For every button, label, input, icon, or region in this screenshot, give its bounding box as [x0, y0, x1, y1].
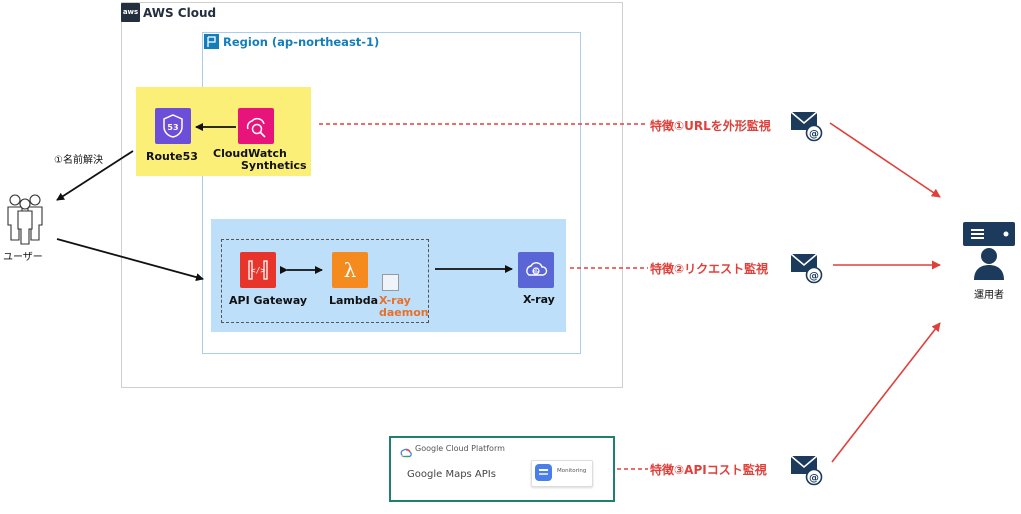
operator-label: 運用者 [974, 290, 1004, 301]
cloudwatch-label-line1: CloudWatch [213, 147, 287, 160]
cloudwatch-label-line2: Synthetics [241, 159, 307, 172]
region-boundary [202, 32, 581, 354]
svg-text:</>: </> [251, 266, 266, 275]
region-flag-icon [204, 34, 219, 49]
aws-cloud-boundary [121, 2, 623, 388]
xray-label: X-ray [523, 293, 555, 306]
cloudwatch-synthetics-icon [238, 108, 274, 144]
feature-2-label: 特徴②リクエスト監視 [650, 260, 769, 277]
mail-icon: @ [790, 454, 824, 490]
users-icon [2, 190, 48, 250]
lambda-label: Lambda [329, 294, 379, 307]
svg-text:λ: λ [344, 258, 357, 282]
xray-icon [518, 252, 554, 288]
arrow-user-to-apigw [56, 238, 204, 282]
xray-daemon-label-line1: X-ray [379, 294, 411, 307]
user-label: ユーザー [3, 252, 43, 263]
mail-icon: @ [790, 110, 824, 146]
feature-3-label: 特徴③APIコスト監視 [650, 461, 767, 478]
gcp-logo-icon [400, 443, 412, 462]
arrow-mail1-to-operator [829, 122, 941, 198]
mail-icon: @ [790, 252, 824, 288]
gcp-title: Google Cloud Platform [415, 444, 505, 453]
xray-daemon-icon [382, 274, 399, 291]
google-maps-apis-label: Google Maps APIs [407, 469, 496, 480]
api-lambda-group [221, 239, 429, 323]
svg-text:@: @ [809, 271, 819, 282]
monitoring-icon [535, 464, 552, 481]
svg-text:@: @ [809, 473, 819, 484]
lambda-icon: λ [332, 252, 368, 288]
api-gateway-icon: </> [240, 252, 276, 288]
feature-1-label: 特徴①URLを外形監視 [650, 117, 771, 134]
route53-icon: 53 [155, 108, 191, 144]
arrow-mail3-to-operator [831, 322, 941, 463]
name-resolution-label: ①名前解決 [54, 155, 103, 166]
route53-label: Route53 [146, 150, 198, 163]
monitoring-label: Monitoring [557, 468, 587, 474]
api-gateway-label: API Gateway [229, 294, 308, 307]
aws-cloud-title: AWS Cloud [143, 6, 217, 20]
operator-icon [962, 220, 1016, 286]
region-title: Region (ap-northeast-1) [223, 35, 380, 49]
arrow-route53-to-user [56, 150, 134, 201]
svg-text:@: @ [809, 129, 819, 140]
svg-text:53: 53 [167, 123, 178, 132]
xray-daemon-label-line2: daemon [379, 306, 429, 319]
aws-logo-icon: aws [121, 3, 140, 22]
